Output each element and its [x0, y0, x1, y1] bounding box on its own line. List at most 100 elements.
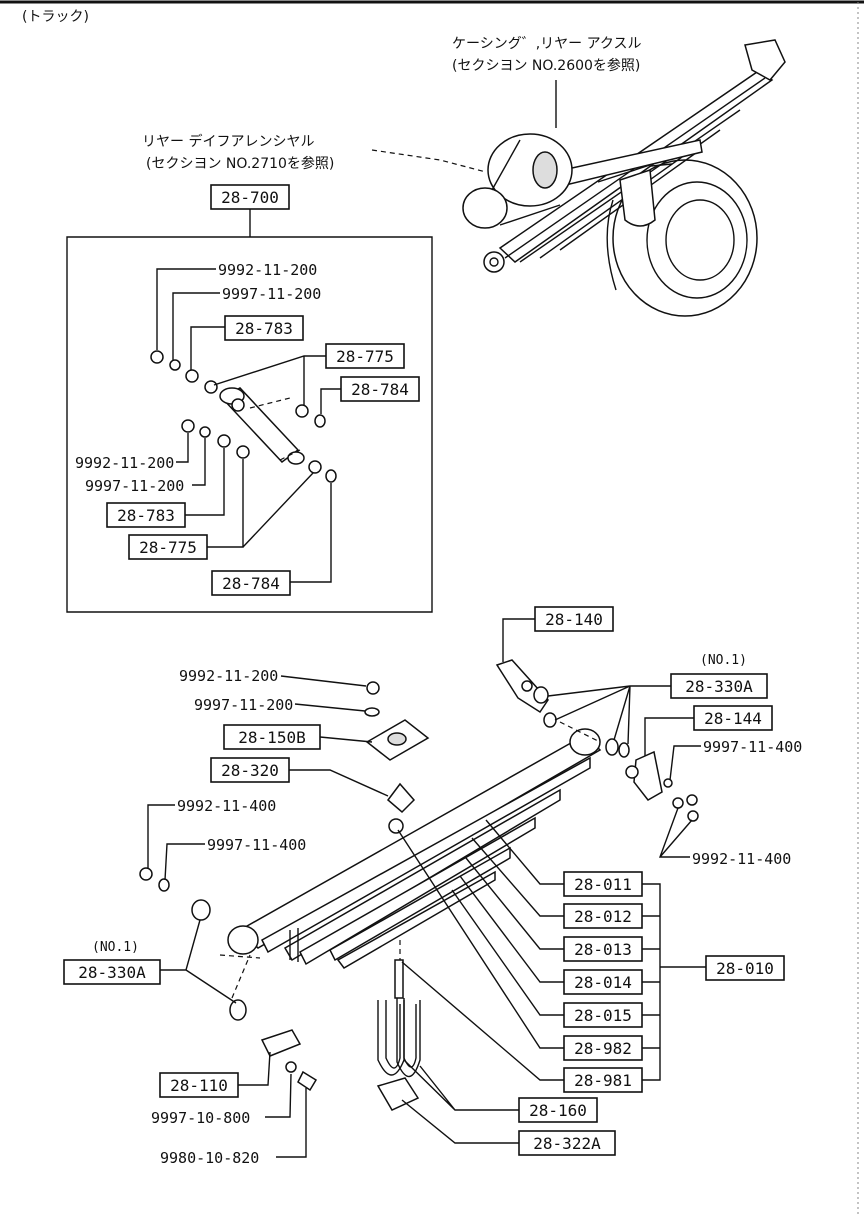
- label-bracket-110: 28-110: [170, 1076, 228, 1095]
- housing-note-line1: ケーシング゛,リヤー アクスル: [452, 36, 642, 52]
- align-line-1: [219, 954, 261, 959]
- front-eye-parts: [139, 867, 318, 1092]
- label-washer-784-a: 28-784: [351, 380, 409, 399]
- axle-illustration: [462, 39, 786, 317]
- leader-washer-right: [669, 745, 701, 781]
- category-label: (トラック): [22, 9, 89, 25]
- leader-014: [459, 875, 564, 983]
- label-box-010: [705, 955, 785, 981]
- label-box-110: [159, 1072, 239, 1098]
- label-box-775-b: [128, 534, 208, 560]
- bracket-010: [642, 883, 706, 1081]
- align-line-2: [231, 954, 251, 999]
- leader-330a-right: [547, 685, 671, 745]
- label-no1-left: (NO.1): [92, 940, 139, 955]
- label-box-144: [693, 705, 773, 731]
- label-washer-left: 9997-11-400: [207, 836, 306, 854]
- label-box-783-a: [224, 315, 304, 341]
- label-bushing-330a-left: 28-330A: [78, 963, 146, 982]
- leader-775-b: [207, 459, 314, 548]
- label-plate-322a: 28-322A: [533, 1134, 601, 1153]
- label-box-320: [210, 757, 290, 783]
- leader-150b: [319, 736, 373, 743]
- leader-012: [471, 837, 564, 917]
- label-nut-981: 28-981: [574, 1071, 632, 1090]
- label-seat-150b: 28-150B: [238, 728, 305, 747]
- label-bush-783-b: 28-783: [117, 506, 175, 525]
- label-no1-right: (NO.1): [700, 653, 747, 668]
- label-box-140: [534, 606, 614, 632]
- rear-shackle: [495, 659, 699, 822]
- leader-washer-b: [192, 438, 206, 486]
- leader-011: [485, 819, 564, 885]
- leader-982: [397, 829, 564, 1049]
- label-bush-775-b: 28-775: [139, 538, 197, 557]
- label-spring-010: 28-010: [716, 959, 774, 978]
- leader-981: [401, 961, 564, 1081]
- label-bush-783-a: 28-783: [235, 319, 293, 338]
- align-line-3: [559, 721, 601, 743]
- label-leaf-014: 28-014: [574, 973, 632, 992]
- leader-washer-a: [172, 292, 220, 360]
- label-box-330a-left: [63, 959, 161, 985]
- label-bolt-bracket: 9980-10-820: [160, 1149, 259, 1167]
- label-nut-a: 9992-11-200: [218, 261, 317, 279]
- leader-144: [644, 717, 694, 756]
- label-box-784-a: [340, 376, 420, 402]
- diff-note-line2: (セクシヨン NO.2710を参照): [146, 155, 334, 172]
- label-nut-top: 9992-11-200: [179, 667, 278, 685]
- leader-110: [238, 1051, 271, 1086]
- diff-leader: [371, 149, 487, 173]
- label-shackle-140: 28-140: [545, 610, 603, 629]
- label-washer-bracket: 9997-10-800: [151, 1109, 250, 1127]
- leader-013: [465, 857, 564, 950]
- label-bush-775-a: 28-775: [336, 347, 394, 366]
- u-bolts: [376, 940, 421, 1111]
- label-box-012: [563, 903, 643, 929]
- label-box-160: [518, 1097, 598, 1123]
- label-leaf-012: 28-012: [574, 907, 632, 926]
- shock-absorber-label: 28-700: [221, 188, 279, 207]
- leader-nut-b: [176, 433, 189, 463]
- shock-absorber-label-box: [210, 184, 290, 210]
- label-box-784-b: [211, 570, 291, 596]
- label-washer-a: 9997-11-200: [222, 285, 321, 303]
- label-box-013: [563, 936, 643, 962]
- leader-nut-left: [147, 804, 175, 868]
- leader-783-b: [185, 448, 225, 516]
- label-washer-top: 9997-11-200: [194, 696, 293, 714]
- label-box-014: [563, 969, 643, 995]
- label-washer-b: 9997-11-200: [85, 477, 184, 495]
- label-box-150b: [223, 724, 321, 750]
- shock-absorber-frame: [66, 209, 433, 613]
- label-nut-right: 9992-11-400: [692, 850, 791, 868]
- leaf-spring: [227, 728, 602, 969]
- leader-320: [289, 769, 389, 797]
- leader-140: [502, 618, 535, 662]
- leader-nut-top: [280, 675, 367, 687]
- diff-note-line1: リヤー デイフアレンシヤル: [142, 133, 314, 150]
- leader-washer-top: [294, 703, 366, 712]
- leader-775-a: [213, 355, 326, 405]
- leader-washer-left: [164, 843, 205, 881]
- label-ubolt-160: 28-160: [529, 1101, 587, 1120]
- shock-absorber: [219, 387, 305, 465]
- label-leaf-011: 28-011: [574, 875, 632, 894]
- label-leaf-013: 28-013: [574, 940, 632, 959]
- leader-322a: [401, 1099, 519, 1144]
- label-bumper-320: 28-320: [221, 761, 279, 780]
- label-plate-144: 28-144: [704, 709, 762, 728]
- leader-330a-left: [160, 919, 237, 1004]
- label-box-775-a: [325, 343, 405, 369]
- shock-small-parts: [150, 350, 337, 483]
- leader-washer-bracket: [265, 1073, 292, 1118]
- leader-015: [451, 889, 564, 1016]
- label-bolt-982: 28-982: [574, 1039, 632, 1058]
- leader-784-b: [290, 483, 332, 583]
- leader-783-a: [190, 326, 225, 370]
- housing-note-line2: (セクシヨン NO.2600を参照): [452, 57, 640, 74]
- leader-bolt-bracket: [276, 1088, 307, 1158]
- leader-784-a: [320, 388, 341, 414]
- label-bushing-330a-right: 28-330A: [685, 677, 753, 696]
